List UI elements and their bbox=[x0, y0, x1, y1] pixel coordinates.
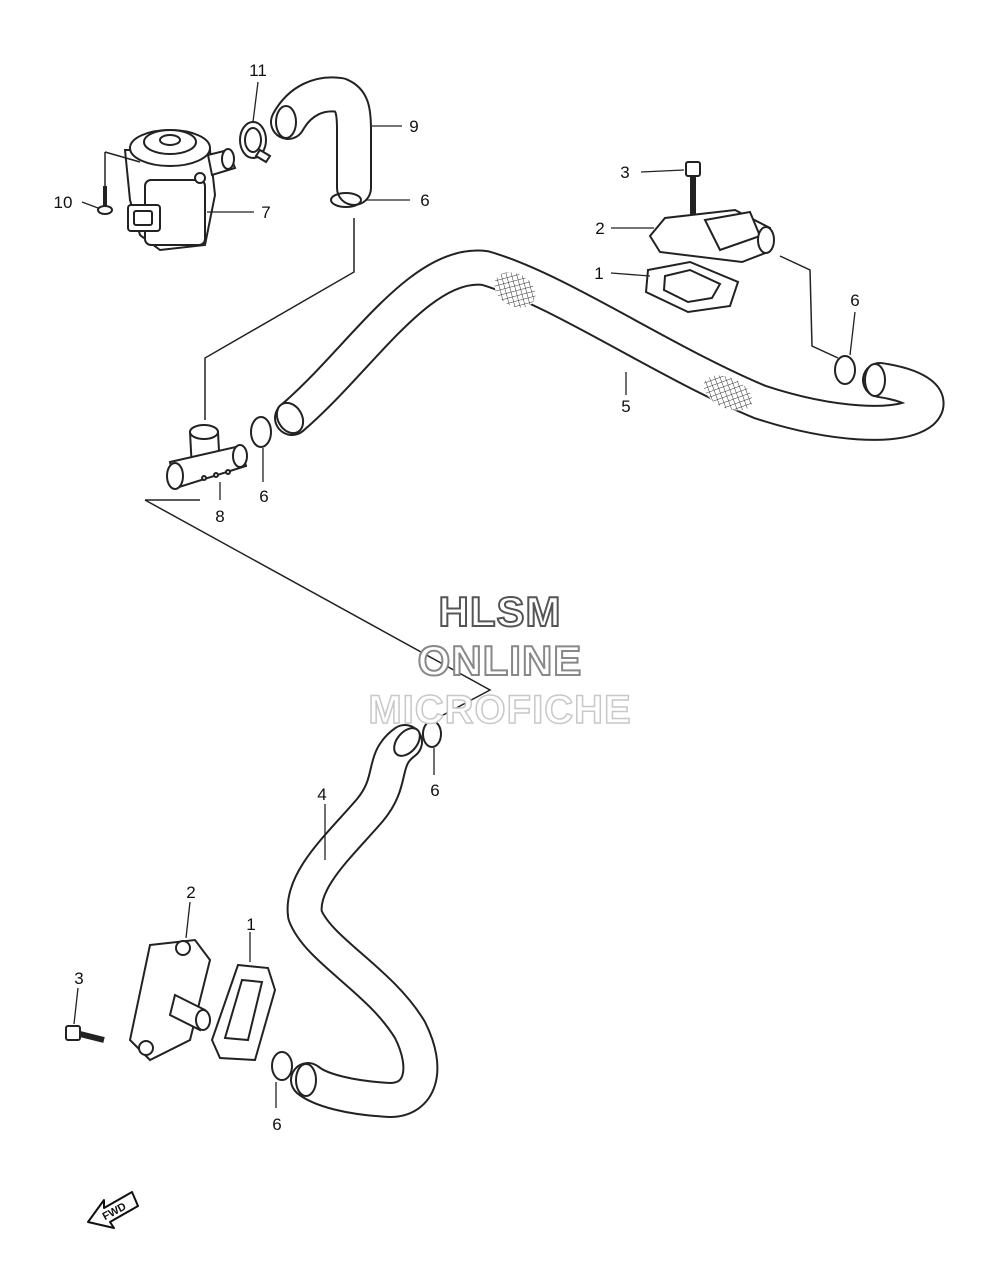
routing-lines bbox=[104, 151, 839, 723]
bolt-3-top bbox=[685, 161, 701, 214]
reed-plate-1-top bbox=[644, 260, 740, 314]
callout-9: 9 bbox=[409, 117, 418, 136]
callout-6-center: 6 bbox=[430, 781, 439, 800]
reed-cover-2-top bbox=[648, 208, 775, 264]
bolt-3-bottom bbox=[65, 1025, 105, 1043]
callout-11: 11 bbox=[249, 61, 267, 80]
joint-8 bbox=[166, 424, 248, 490]
screw-10 bbox=[97, 186, 113, 215]
callout-6-mid: 6 bbox=[259, 487, 268, 506]
callout-8: 8 bbox=[215, 507, 224, 526]
callout-2-top: 2 bbox=[595, 219, 604, 238]
clamp-11 bbox=[239, 121, 272, 164]
callout-4: 4 bbox=[317, 785, 326, 804]
hose-9 bbox=[270, 76, 372, 206]
callout-6-bottom: 6 bbox=[272, 1115, 281, 1134]
watermark-line-3: MICROFICHE bbox=[368, 687, 632, 733]
clip-6-bottom bbox=[271, 1051, 293, 1081]
callout-7: 7 bbox=[261, 203, 270, 222]
reed-plate-1-bottom bbox=[210, 963, 277, 1062]
callout-3-top: 3 bbox=[620, 163, 629, 182]
clip-6-top bbox=[330, 192, 362, 208]
callout-6-right: 6 bbox=[850, 291, 859, 310]
callout-2-bottom: 2 bbox=[186, 883, 195, 902]
valve-7 bbox=[123, 129, 237, 252]
callout-10: 10 bbox=[54, 193, 73, 212]
fwd-arrow-icon: FWD bbox=[87, 1191, 139, 1229]
callout-6-top: 6 bbox=[420, 191, 429, 210]
clip-6-right bbox=[834, 355, 856, 385]
hose-4 bbox=[286, 724, 439, 1118]
reed-cover-2-bottom bbox=[128, 938, 212, 1062]
callout-1-top: 1 bbox=[594, 264, 603, 283]
watermark-line-1: HLSM bbox=[438, 587, 562, 636]
clip-6-mid bbox=[250, 416, 272, 448]
callout-5: 5 bbox=[621, 397, 630, 416]
callout-1-bottom: 1 bbox=[246, 915, 255, 934]
watermark-line-2: ONLINE bbox=[417, 636, 583, 685]
callout-3-bottom: 3 bbox=[74, 969, 83, 988]
leader-lines bbox=[73, 81, 856, 1108]
hose-5 bbox=[274, 249, 945, 441]
